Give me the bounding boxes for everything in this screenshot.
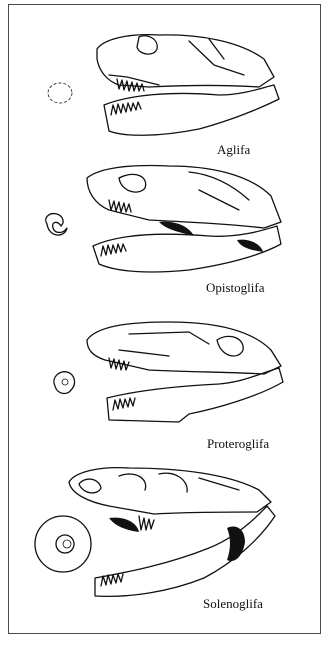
opistoglifa-label: Opistoglifa: [206, 280, 265, 296]
solenoglifa-panel: Solenoglifa: [9, 460, 322, 630]
proteroglifa-skull-drawing: [9, 310, 322, 460]
opistoglifa-cranium: [87, 166, 281, 229]
figure-frame: Aglifa Opistoglifa Proteroglifa: [8, 4, 321, 634]
solenoglifa-skull-drawing: [9, 460, 322, 630]
proteroglifa-lower-jaw: [107, 368, 283, 422]
aglifa-fang-cross-section: [48, 83, 72, 103]
aglifa-skull-drawing: [9, 25, 322, 175]
proteroglifa-fang-cross-section: [54, 372, 75, 394]
aglifa-label: Aglifa: [217, 142, 250, 158]
aglifa-cranium: [97, 35, 274, 87]
proteroglifa-panel: Proteroglifa: [9, 310, 322, 460]
proteroglifa-label: Proteroglifa: [207, 436, 269, 452]
opistoglifa-skull-drawing: [9, 160, 322, 310]
solenoglifa-label: Solenoglifa: [203, 596, 263, 612]
solenoglifa-fang-cross-section: [35, 516, 91, 572]
opistoglifa-panel: Opistoglifa: [9, 160, 322, 310]
aglifa-panel: Aglifa: [9, 25, 322, 175]
opistoglifa-fang-cross-section: [46, 214, 67, 235]
